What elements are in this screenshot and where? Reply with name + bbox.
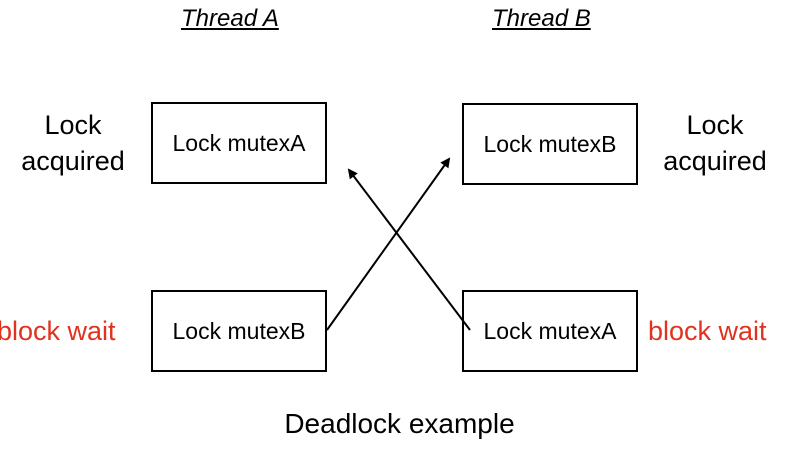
thread-a-acquired-status: Lock acquired [3,107,143,179]
thread-b-second-lock-label: Lock mutexA [483,317,617,344]
thread-a-lock-mutexa-box: Lock mutexA [151,102,327,184]
thread-b-first-lock-label: Lock mutexB [483,130,617,157]
thread-b-acquired-line2: acquired [663,146,767,176]
thread-b-header: Thread B [492,5,591,32]
thread-b-acquired-line1: Lock [686,110,744,140]
thread-a-second-lock-label: Lock mutexB [172,317,306,344]
arrow-thread-a-waits-for-mutexb [326,157,451,331]
thread-a-wait-status: block wait [0,316,116,346]
thread-b-wait-status: block wait [648,316,767,346]
thread-b-lock-mutexa-box: Lock mutexA [462,290,638,372]
thread-a-first-lock-label: Lock mutexA [172,129,306,156]
arrow-thread-b-waits-for-mutexa [347,168,471,331]
thread-a-header: Thread A [181,5,279,32]
thread-b-acquired-status: Lock acquired [645,107,785,179]
thread-a-lock-mutexb-box: Lock mutexB [151,290,327,372]
thread-a-acquired-line1: Lock [44,110,102,140]
diagram-caption: Deadlock example [284,408,515,439]
thread-a-acquired-line2: acquired [21,146,125,176]
thread-b-lock-mutexb-box: Lock mutexB [462,103,638,185]
